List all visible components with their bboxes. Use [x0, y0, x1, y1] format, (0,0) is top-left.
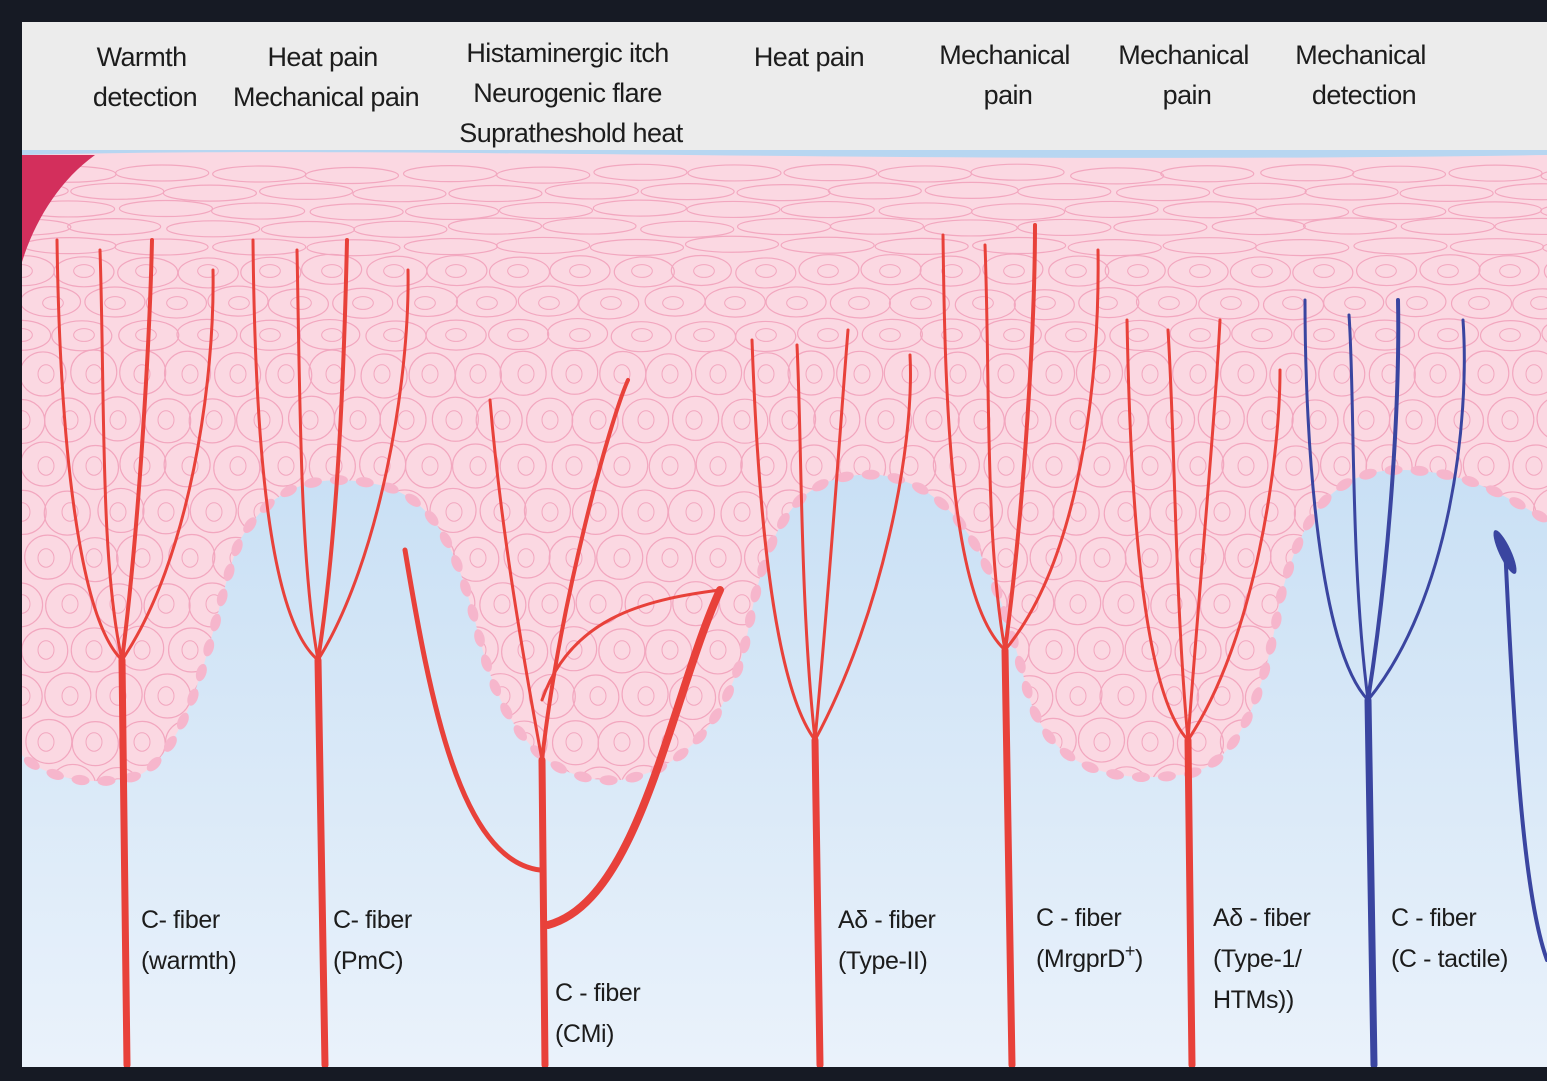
function-label-itch-flare-heat: Histaminergic itch Neurogenic flare Supr… — [459, 38, 683, 148]
fiber-c-cmi-trunk — [542, 760, 545, 1065]
fiber-c-warmth-trunk — [122, 660, 127, 1065]
function-label-heat-pain: Heat pain — [754, 42, 864, 72]
basement-dot — [862, 470, 880, 480]
fiber-adelta-htm-trunk — [1188, 740, 1192, 1065]
fiber-adelta-type2-trunk — [815, 740, 820, 1065]
